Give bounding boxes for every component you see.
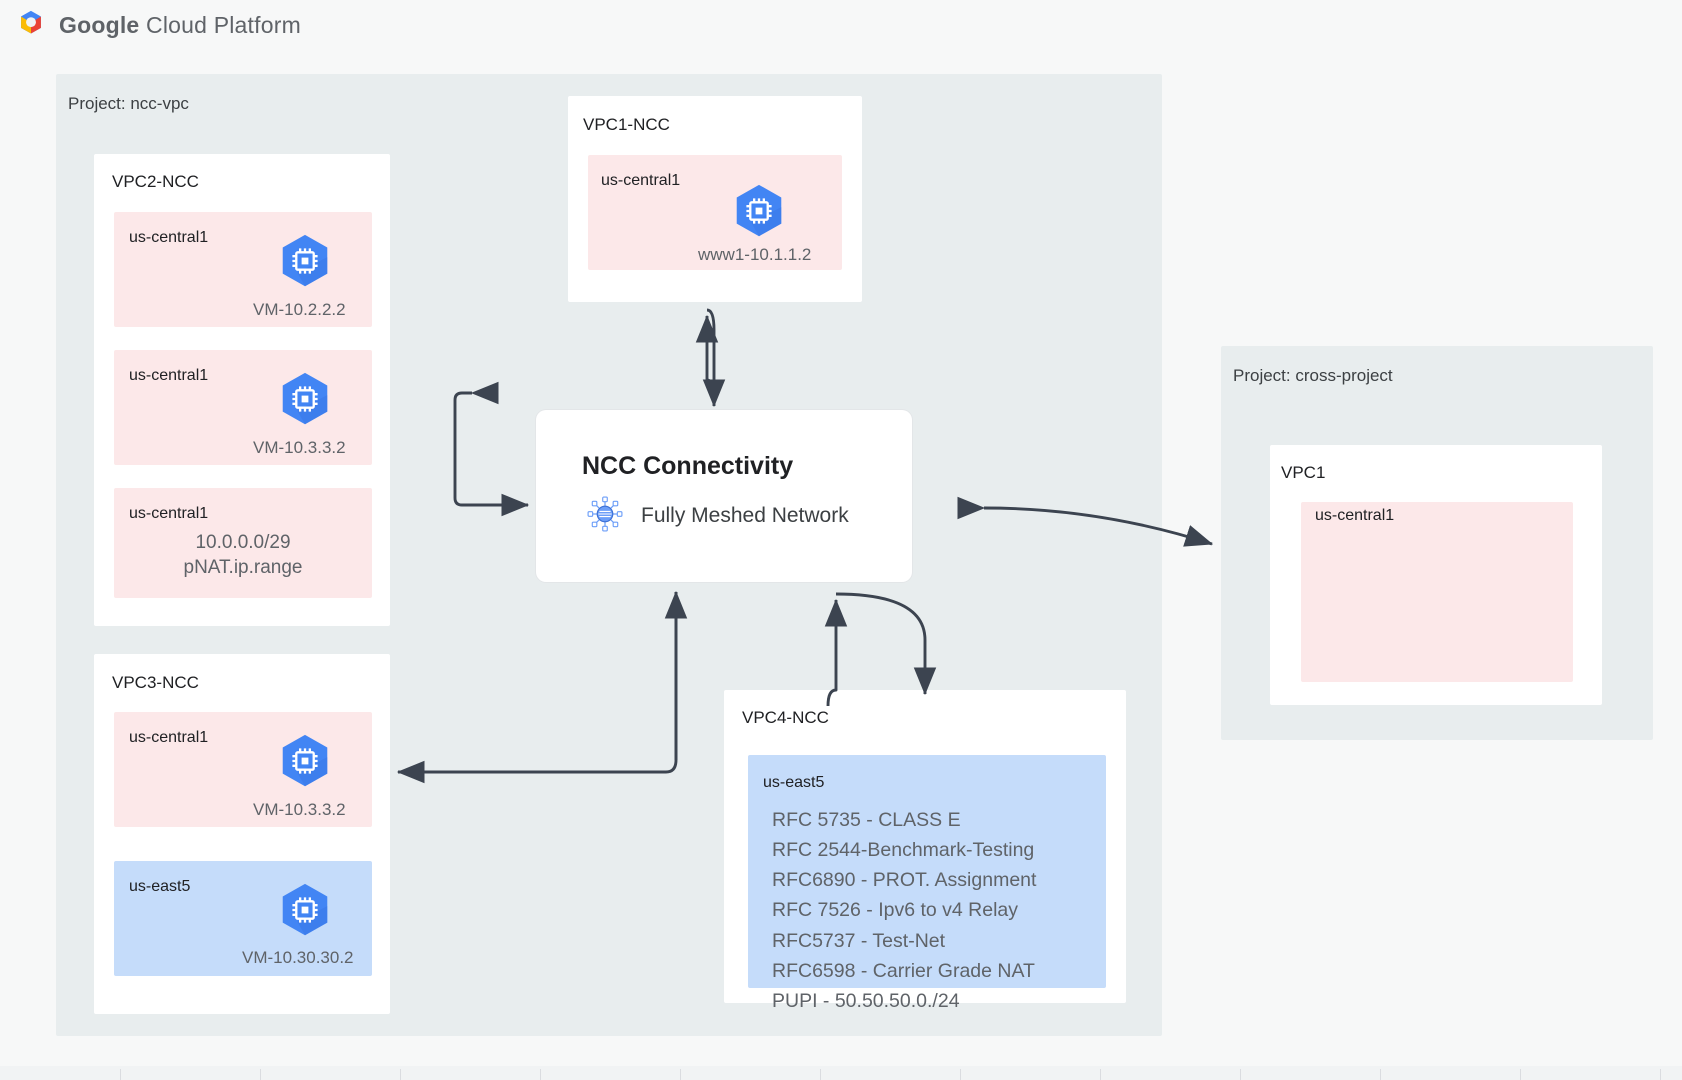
pnat-range-text: 10.0.0.0/29 pNAT.ip.range <box>183 532 303 579</box>
vm-label-vpc2-row1: VM-10.2.2.2 <box>253 300 346 319</box>
zone-vpc2-row3 <box>114 488 372 598</box>
compute-vm-icon <box>736 184 782 237</box>
gcp-brand-text: Google Cloud Platform <box>59 12 301 39</box>
vm-label-vpc1-ncc: www1-10.1.1.2 <box>698 245 812 264</box>
zone-vpc1-ncc-us-central1 <box>588 155 842 270</box>
vpc-title-vpc1-cross: VPC1 <box>1281 463 1326 482</box>
zone-label-vpc3-row2: us-east5 <box>129 878 191 895</box>
ncc-title: NCC Connectivity <box>582 452 794 480</box>
zone-label-vpc3-row1: us-central1 <box>129 729 209 746</box>
compute-vm-icon <box>282 883 328 936</box>
vm-label-vpc2-row2: VM-10.3.3.2 <box>253 438 346 457</box>
bottom-ruler-strip <box>0 1066 1682 1080</box>
vpc-title-vpc1-ncc: VPC1-NCC <box>583 115 670 134</box>
gcp-header: Google Cloud Platform <box>14 8 301 42</box>
zone-label-vpc2-row1: us-central1 <box>129 229 209 246</box>
vm-label-vpc3-row1: VM-10.3.3.2 <box>253 800 346 819</box>
vpc-title-vpc3-ncc: VPC3-NCC <box>112 673 199 692</box>
zone-vpc3-row2 <box>114 861 372 976</box>
vpc-title-vpc4-ncc: VPC4-NCC <box>742 708 829 727</box>
rfc-list: RFC 5735 - CLASS E RFC 2544-Benchmark-Te… <box>772 809 1037 1012</box>
ncc-connectivity-node[interactable] <box>536 410 912 582</box>
vm-label-vpc3-row2: VM-10.30.30.2 <box>242 948 354 967</box>
mesh-network-icon <box>587 496 623 532</box>
zone-vpc1-cross-us-central1 <box>1301 502 1573 682</box>
google-cloud-logo-icon <box>21 10 41 34</box>
zone-vpc2-row1 <box>114 212 372 327</box>
vpc-title-vpc2-ncc: VPC2-NCC <box>112 172 199 191</box>
ncc-subtitle: Fully Meshed Network <box>641 504 849 527</box>
zone-vpc4-us-east5 <box>748 755 1106 988</box>
zone-label-vpc2-row2: us-central1 <box>129 367 209 384</box>
gcp-brand-light: Cloud Platform <box>139 11 301 38</box>
compute-vm-icon <box>282 734 328 787</box>
zone-vpc3-row1 <box>114 712 372 827</box>
zone-label-vpc1-ncc: us-central1 <box>601 172 681 189</box>
compute-vm-icon <box>282 234 328 287</box>
project-label-ncc-vpc: Project: ncc-vpc <box>68 94 189 113</box>
gcp-brand-bold: Google <box>59 11 140 38</box>
zone-label-vpc4: us-east5 <box>763 774 825 791</box>
zone-label-vpc1-cross: us-central1 <box>1315 507 1395 524</box>
compute-vm-icon <box>282 372 328 425</box>
project-label-cross-project: Project: cross-project <box>1233 366 1393 385</box>
zone-label-vpc2-row3: us-central1 <box>129 505 209 522</box>
zone-vpc2-row2 <box>114 350 372 465</box>
